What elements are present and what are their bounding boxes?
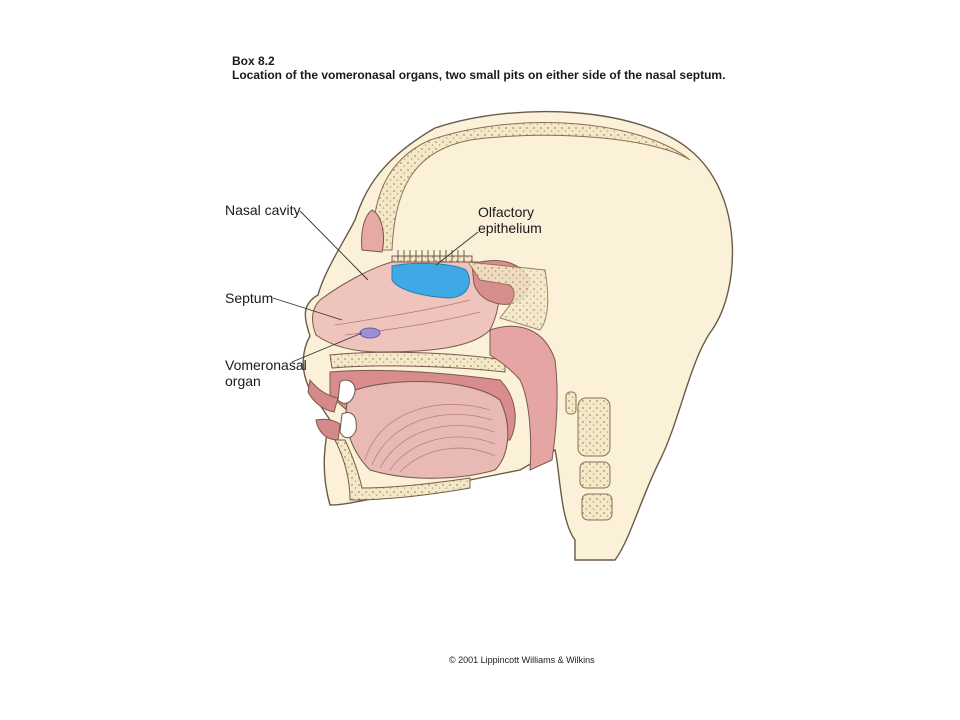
label-olfactory-line1: Olfactory (478, 204, 535, 220)
upper-lip (307, 378, 339, 413)
leader-lines (272, 210, 479, 363)
label-vomeronasal-organ: Vomeronasal organ (225, 357, 307, 389)
label-olfactory-epithelium: Olfactory epithelium (478, 204, 542, 236)
label-olfactory-line2: epithelium (478, 220, 542, 236)
lower-incisor (339, 412, 357, 439)
label-nasal-cavity: Nasal cavity (225, 202, 301, 218)
label-septum: Septum (225, 290, 274, 306)
copyright-notice: © 2001 Lippincott Williams & Wilkins (449, 655, 595, 665)
mandible (334, 439, 471, 501)
tongue-muscle-fibers (364, 404, 496, 473)
cervical-vertebrae (565, 391, 613, 521)
sphenoid-bone (466, 261, 549, 331)
vomeronasal-organ (359, 327, 381, 339)
upper-incisor (337, 379, 356, 404)
label-vno-line2: organ (225, 373, 261, 389)
pharynx (489, 325, 558, 471)
olfactory-epithelium (391, 262, 470, 299)
septum-line (334, 299, 471, 326)
frontal-bone (361, 209, 385, 253)
label-vno-line1: Vomeronasal (225, 357, 307, 373)
olfactory-nerve-fibers (397, 250, 465, 262)
box-title: Box 8.2 (232, 54, 275, 68)
lower-lip (315, 418, 341, 441)
skull-bone (371, 122, 691, 251)
figure-caption: Location of the vomeronasal organs, two … (232, 68, 726, 82)
hard-palate (329, 351, 506, 373)
